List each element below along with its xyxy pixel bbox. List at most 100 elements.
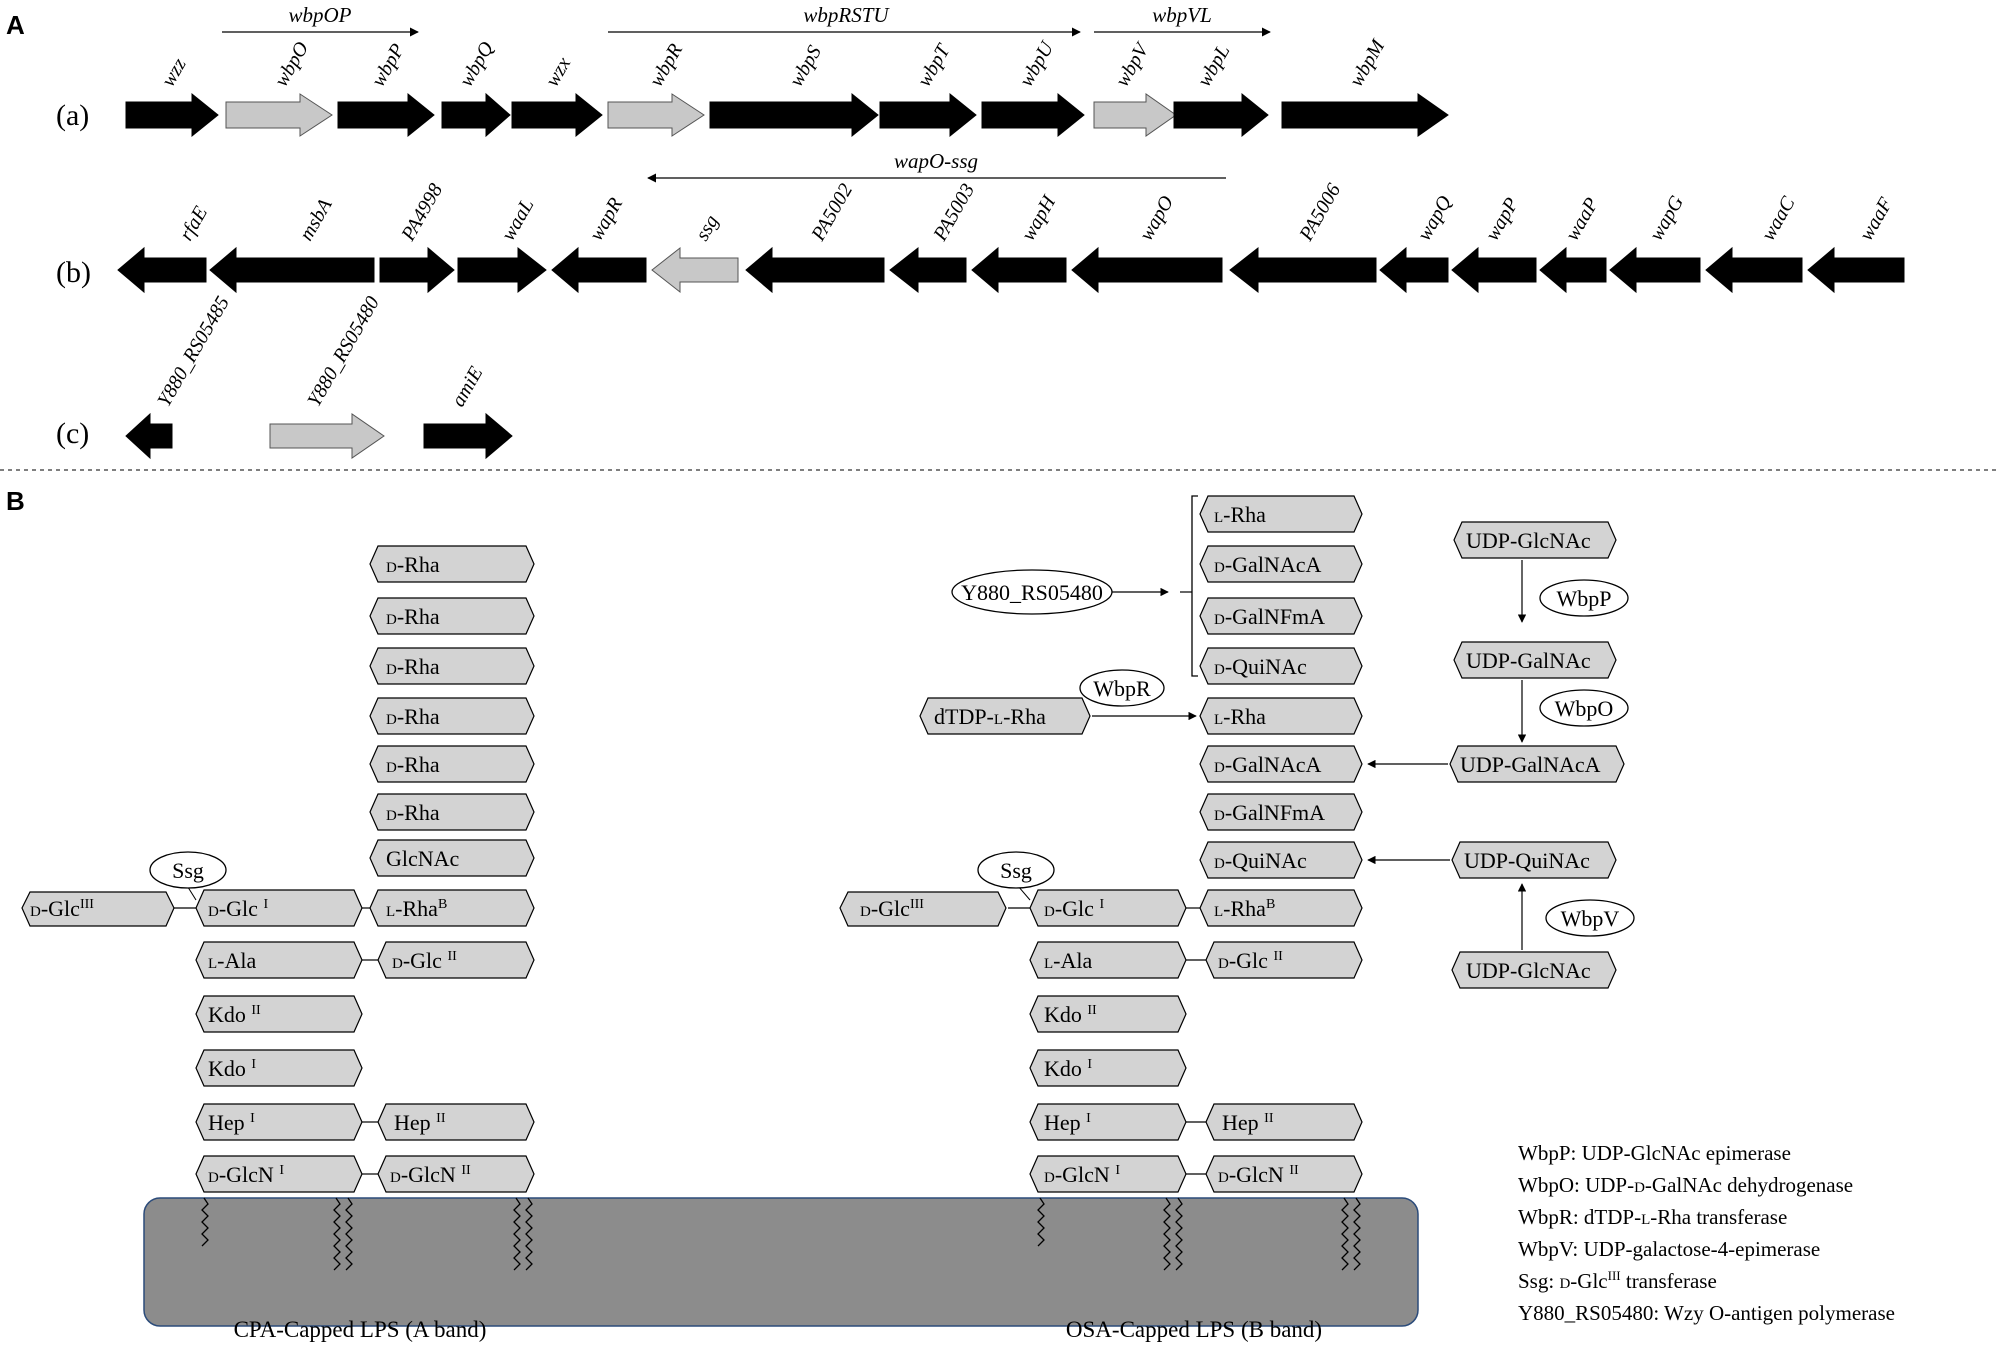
svg-text:Kdo I: Kdo I (1044, 1056, 1092, 1081)
sugar: d-QuiNAc (1199, 841, 1363, 879)
svg-text:wbpV: wbpV (1111, 38, 1154, 91)
operon-wbpVL: wbpVL (1094, 3, 1271, 37)
sugar: l-Rha (1199, 697, 1363, 735)
cpa-core-right: Hep II d-GlcN II (377, 1103, 535, 1193)
sugar: Kdo II (1029, 995, 1187, 1033)
osa-caption: OSA-Capped LPS (B band) (1066, 1317, 1322, 1342)
row-label-c: (c) (56, 417, 89, 450)
gene-PA5003: PA5003 (889, 180, 979, 294)
svg-text:wzx: wzx (541, 53, 575, 90)
svg-text:l-Ala: l-Ala (208, 948, 256, 973)
svg-text:wbpL: wbpL (1193, 41, 1234, 91)
svg-text:d-GlcN II: d-GlcN II (1218, 1162, 1299, 1187)
lipid-tails (201, 1197, 1361, 1271)
substrate-udp-glcnac-bottom: UDP-GlcNAc (1451, 951, 1617, 989)
gene-wapP: wapP (1451, 194, 1537, 294)
svg-text:d-Rha: d-Rha (386, 552, 440, 577)
svg-text:GlcNAc: GlcNAc (386, 846, 460, 871)
row-label-a: (a) (56, 99, 89, 132)
substrate-udp-glcnac-top: UDP-GlcNAc (1453, 521, 1617, 559)
osa-core-right: Hep II d-GlcN II (1205, 1103, 1363, 1193)
svg-text:UDP-GlcNAc: UDP-GlcNAc (1466, 958, 1591, 983)
svg-text:Hep I: Hep I (208, 1110, 255, 1135)
gene-Y880_RS05480: Y880_RS05480 (269, 293, 385, 459)
svg-text:wbpR: wbpR (645, 40, 687, 90)
sugar: d-GlcN II (1205, 1155, 1363, 1193)
osa-structure: Ssg d-GlcIII d-Glc I l-Ala Kdo II Kdo I … (839, 495, 1363, 1342)
svg-text:waaL: waaL (497, 195, 538, 245)
svg-text:d-Rha: d-Rha (386, 604, 440, 629)
svg-text:wbpT: wbpT (913, 39, 955, 90)
cpa-enzyme-ssg: Ssg (149, 851, 227, 889)
gene-PA5002: PA5002 (745, 180, 885, 294)
sugar: d-Rha (369, 793, 535, 831)
osa-enzyme-ssg: Ssg (977, 851, 1055, 889)
operon-label: wapO-ssg (894, 149, 978, 173)
sugar: d-Glc II (377, 941, 535, 979)
gene-row-c: Y880_RS05485 Y880_RS05480 amiE (125, 293, 513, 460)
legend-item: WbpO: UDP-d-GalNAc dehydrogenase (1518, 1173, 1853, 1197)
sugar: d-Glc I (1029, 889, 1187, 927)
osa-core-left: d-Glc I l-Ala Kdo II Kdo I Hep I d-GlcN … (1029, 889, 1187, 1193)
legend-item: WbpV: UDP-galactose-4-epimerase (1518, 1237, 1820, 1261)
cpa-chain: d-Rha d-Rha d-Rha d-Rha d-Rha d-Rha GlcN… (369, 545, 535, 979)
gene-rfaE: rfaE (117, 203, 212, 294)
gene-Y880_RS05485: Y880_RS05485 (125, 293, 234, 460)
svg-text:wapH: wapH (1017, 191, 1061, 245)
svg-text:msbA: msbA (295, 194, 337, 244)
sugar: Hep I (195, 1103, 363, 1141)
polymerase-label: Y880_RS05480 (951, 569, 1113, 615)
svg-text:wbpS: wbpS (785, 42, 826, 91)
gene-wapG: wapG (1609, 192, 1701, 294)
gene-wbpO: wbpO (225, 38, 333, 137)
sugar: Hep II (377, 1103, 535, 1141)
legend-item: Ssg: d-GlcIII transferase (1518, 1268, 1717, 1293)
osa-chain: l-Rha d-GalNAcA d-GalNFmA d-QuiNAc l-Rha… (1199, 495, 1363, 979)
sugar: l-RhaB (369, 889, 535, 927)
membrane (143, 1197, 1419, 1327)
donor-dtdp-l-rha: dTDP-l-Rha (919, 697, 1091, 735)
sugar: d-Rha (369, 745, 535, 783)
svg-text:wzz: wzz (157, 54, 191, 90)
sugar: d-Rha (369, 597, 535, 635)
svg-text:wapO: wapO (1135, 192, 1178, 244)
svg-text:waaP: waaP (1561, 194, 1603, 244)
svg-text:UDP-GalNAcA: UDP-GalNAcA (1460, 752, 1601, 777)
panel-b-label: B (6, 486, 25, 516)
gene-wbpV: wbpV (1093, 38, 1177, 137)
gene-wbpP: wbpP (337, 40, 435, 138)
sugar: d-GlcN I (195, 1155, 363, 1193)
gene-PA4998: PA4998 (379, 180, 455, 294)
gene-wapQ: wapQ (1379, 192, 1457, 294)
svg-text:WbpR: WbpR (1093, 676, 1151, 701)
svg-text:d-Glc I: d-Glc I (208, 896, 268, 921)
sugar: d-GalNFmA (1199, 793, 1363, 831)
sugar: l-Ala (1029, 941, 1187, 979)
gene-waaC: waaC (1705, 193, 1803, 294)
sugar: Kdo I (195, 1049, 363, 1087)
legend-item: WbpP: UDP-GlcNAc epimerase (1518, 1141, 1791, 1165)
wbpv-enzyme: WbpV (1545, 899, 1635, 937)
sugar: Hep II (1205, 1103, 1363, 1141)
cpa-structure: Ssg d-GlcIII d-Glc I l-Ala Kdo II Kdo I … (21, 545, 535, 1342)
sugar: d-GlcN I (1029, 1155, 1187, 1193)
svg-text:amiE: amiE (447, 363, 487, 411)
sugar: Kdo II (195, 995, 363, 1033)
svg-text:PA5003: PA5003 (929, 180, 979, 245)
sugar: Hep I (1029, 1103, 1187, 1141)
gene-wbpM: wbpM (1281, 35, 1449, 137)
sugar: d-Rha (369, 697, 535, 735)
svg-text:Ssg: Ssg (1000, 858, 1032, 883)
svg-text:l-RhaB: l-RhaB (1214, 896, 1275, 921)
gene-row-a: wzz wbpO wbpP wbpQ wzx wbpR wbpS wbpT wb… (125, 35, 1449, 138)
operon-label: wbpOP (289, 3, 352, 27)
svg-text:Y880_RS05485: Y880_RS05485 (153, 293, 234, 411)
svg-text:d-GlcN I: d-GlcN I (208, 1162, 284, 1187)
gene-PA5006: PA5006 (1229, 180, 1377, 294)
svg-text:wbpP: wbpP (367, 40, 409, 90)
svg-text:Y880_RS05480: Y880_RS05480 (303, 293, 384, 411)
svg-text:wapQ: wapQ (1413, 192, 1456, 245)
cpa-caption: CPA-Capped LPS (A band) (234, 1317, 487, 1342)
wbpp-enzyme: WbpP (1539, 579, 1629, 617)
gene-waaP: waaP (1539, 194, 1607, 294)
